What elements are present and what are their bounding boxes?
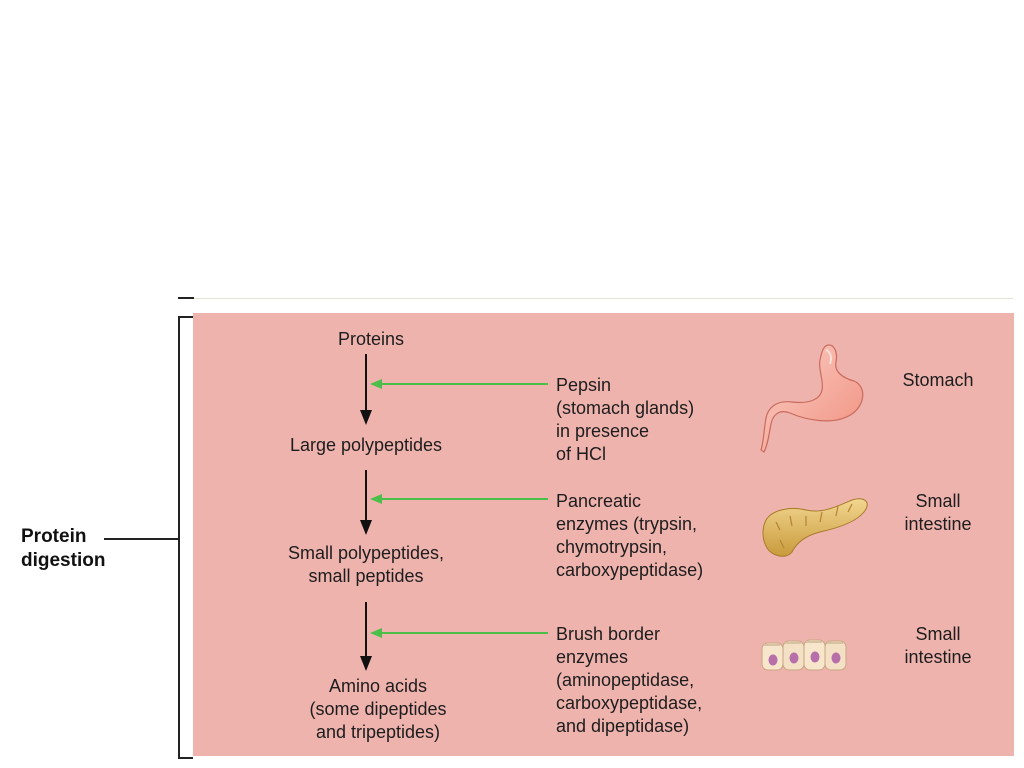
organ-label-small-intestine-2: Small intestine xyxy=(880,623,996,669)
substrate-line: Large polypeptides xyxy=(289,435,443,455)
organ-label-stomach: Stomach xyxy=(880,369,996,392)
bracket-bottom xyxy=(178,757,193,759)
substrate-proteins: Proteins xyxy=(251,328,491,351)
substrate-line: Amino acids xyxy=(328,676,428,696)
substrate-line: and tripeptides) xyxy=(315,722,441,742)
enzyme-line: enzymes xyxy=(556,647,629,667)
enzyme-line: (aminopeptidase, xyxy=(556,670,695,690)
enzyme-brush-border: Brush border enzymes (aminopeptidase, ca… xyxy=(556,623,702,738)
substrate-large-polypeptides: Large polypeptides xyxy=(246,434,486,457)
organ-label-small-intestine-1: Small intestine xyxy=(880,490,996,536)
organ-line: Small xyxy=(915,624,961,644)
enzyme-arrow-3 xyxy=(370,628,548,638)
bracket-vertical xyxy=(178,316,180,759)
substrate-small-polypeptides: Small polypeptides, small peptides xyxy=(246,542,486,588)
enzyme-line: carboxypeptidase, xyxy=(556,693,703,713)
diagram-panel xyxy=(193,313,1014,756)
pancreas-icon xyxy=(762,498,868,557)
substrate-line: Small polypeptides, xyxy=(287,543,445,563)
top-tick xyxy=(178,297,194,299)
enzyme-arrow-1 xyxy=(370,379,548,389)
enzyme-pepsin: Pepsin (stomach glands) in presence of H… xyxy=(556,374,694,466)
enzyme-line: Pancreatic xyxy=(556,491,642,511)
organ-line: intestine xyxy=(904,647,972,667)
enzyme-arrow-2 xyxy=(370,494,548,504)
enzyme-pancreatic: Pancreatic enzymes (trypsin, chymotrypsi… xyxy=(556,490,703,582)
top-rule xyxy=(193,298,1013,299)
flow-arrow-1 xyxy=(360,354,372,425)
bracket-pointer xyxy=(104,538,180,540)
enzyme-line: chymotrypsin, xyxy=(556,537,668,557)
enzyme-line: Pepsin xyxy=(556,375,612,395)
organ-line: Stomach xyxy=(902,370,974,390)
protein-digestion-label: Protein digestion xyxy=(21,525,131,573)
organ-line: Small xyxy=(915,491,961,511)
substrate-amino-acids: Amino acids (some dipeptides and tripept… xyxy=(258,675,498,744)
bracket-top xyxy=(178,316,193,318)
organ-line: intestine xyxy=(904,514,972,534)
enzyme-line: of HCl xyxy=(556,444,607,464)
side-label-line2: digestion xyxy=(21,550,106,571)
enzyme-line: enzymes (trypsin, xyxy=(556,514,698,534)
flow-arrow-2 xyxy=(360,470,372,535)
flow-arrow-3 xyxy=(360,602,372,671)
enzyme-line: and dipeptidase) xyxy=(556,716,690,736)
enzyme-line: Brush border xyxy=(556,624,661,644)
side-label-line1: Protein xyxy=(21,526,87,547)
stomach-icon xyxy=(760,344,864,453)
substrate-line: small peptides xyxy=(308,566,424,586)
enzyme-line: in presence xyxy=(556,421,650,441)
substrate-line: (some dipeptides xyxy=(309,699,447,719)
enzyme-line: carboxypeptidase) xyxy=(556,560,704,580)
intestinal-cells-icon xyxy=(761,639,847,671)
substrate-line: Proteins xyxy=(337,329,405,349)
enzyme-line: (stomach glands) xyxy=(556,398,695,418)
